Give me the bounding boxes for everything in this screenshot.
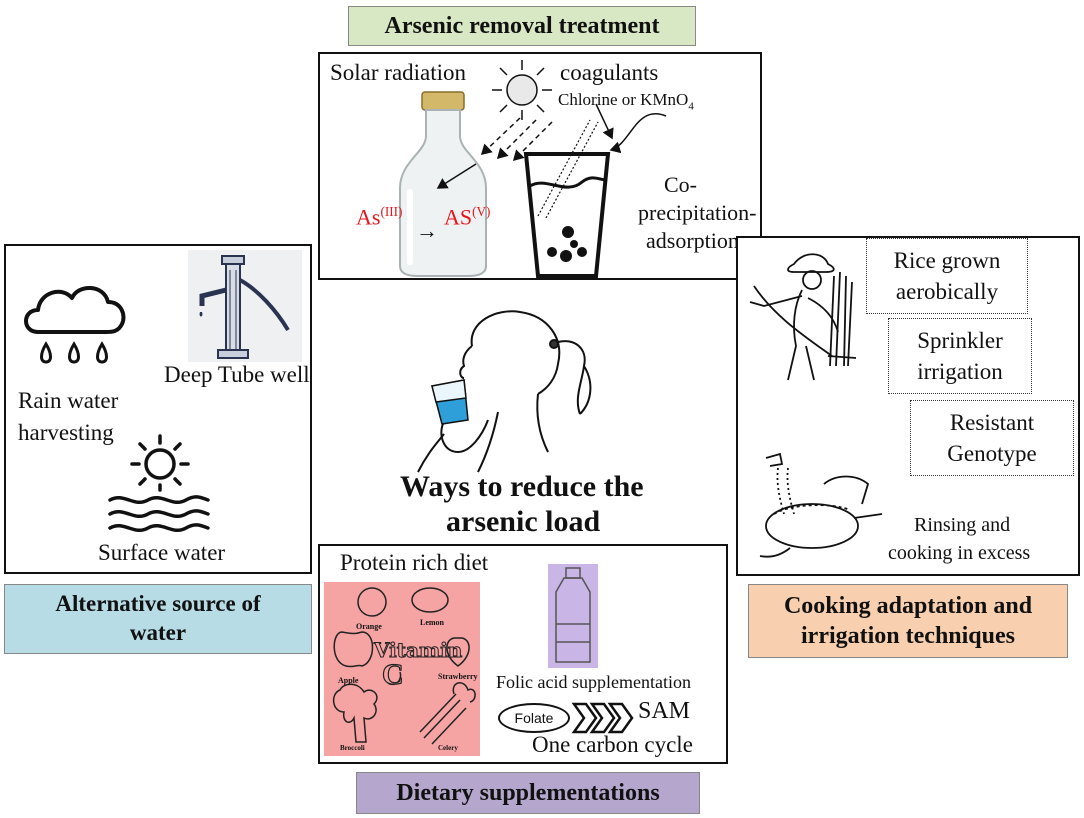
alternative-source-panel: Deep Tube well Rain water harvesting Sur… bbox=[4, 244, 312, 574]
arsenic-removal-label: Arsenic removal treatment bbox=[348, 6, 696, 46]
arsenic-iii-label: As(III) bbox=[356, 204, 403, 230]
rain-cloud-icon bbox=[24, 286, 126, 364]
sam-text: SAM bbox=[638, 698, 691, 724]
tube-well-picture bbox=[188, 250, 302, 362]
rinsing-rice-icon bbox=[759, 452, 883, 558]
folic-acid-text: Folic acid supplementation bbox=[496, 672, 691, 692]
deep-tube-well-text: Deep Tube well bbox=[164, 362, 310, 387]
strawberry-label: Strawberry bbox=[438, 672, 478, 681]
hand-pump-icon bbox=[199, 255, 290, 359]
apple-label: Apple bbox=[338, 676, 359, 685]
dietary-label: Dietary supplementations bbox=[356, 772, 700, 814]
vitamin-c-fruits-picture: Orange Lemon Vitamin C Apple Strawberry … bbox=[324, 582, 480, 756]
pathway-chevron-icons bbox=[571, 702, 634, 734]
rice-aerobic-text-1: Rice grown bbox=[893, 247, 1001, 273]
cooking-adaptation-panel: Rice grown aerobically Sprinkler irrigat… bbox=[736, 236, 1080, 576]
vitamin-c-label: C bbox=[381, 657, 404, 691]
bottle-arrow bbox=[436, 163, 477, 189]
cooking-adaptation-label: Cooking adaptation and irrigation techni… bbox=[748, 584, 1068, 658]
center-title-line2: arsenic load bbox=[446, 505, 601, 538]
cooking-adaptation-title-2: irrigation techniques bbox=[801, 623, 1015, 649]
folic-acid-bottle-picture bbox=[548, 564, 598, 668]
beaker-icon bbox=[523, 103, 667, 278]
center-title-line1: Ways to reduce the bbox=[400, 470, 644, 503]
rice-aerobic-box: Rice grown aerobically bbox=[866, 238, 1028, 314]
rinsing-text-2: cooking in excess bbox=[888, 542, 1031, 564]
arsenic-v-label: AS(V) bbox=[444, 204, 491, 230]
coprecipitation-text-2: precipitation- bbox=[638, 200, 757, 225]
rain-water-text-1: Rain water bbox=[18, 388, 119, 413]
lemon-label: Lemon bbox=[420, 618, 444, 627]
alternative-source-title-2: water bbox=[129, 620, 187, 645]
rice-aerobic-text-2: aerobically bbox=[895, 279, 999, 304]
celery-label: Celery bbox=[438, 744, 458, 752]
arsenic-removal-title: Arsenic removal treatment bbox=[384, 13, 660, 39]
vitamin-label: Vitamin bbox=[373, 638, 463, 663]
sprinkler-irrigation-box: Sprinkler irrigation bbox=[888, 318, 1032, 394]
surface-water-text: Surface water bbox=[98, 540, 226, 565]
sun-water-icon bbox=[108, 434, 210, 532]
sprinkler-text-1: Sprinkler bbox=[917, 327, 1003, 353]
chlorine-text: Chlorine or KMnO4 bbox=[558, 90, 694, 113]
woman-drinking-icon bbox=[417, 310, 592, 473]
alternative-source-title-1: Alternative source of bbox=[55, 591, 261, 617]
glass-bottle-icon bbox=[399, 91, 487, 277]
dietary-title: Dietary supplementations bbox=[396, 780, 660, 806]
solar-radiation-text: Solar radiation bbox=[330, 60, 467, 85]
rinsing-text-1: Rinsing and bbox=[914, 514, 1011, 536]
orange-label: Orange bbox=[356, 622, 382, 631]
broccoli-label: Broccoli bbox=[340, 744, 365, 752]
resistant-text-2: Genotype bbox=[947, 441, 1037, 466]
oxidation-arrow: → bbox=[416, 218, 438, 243]
dietary-panel: Protein rich diet Orange Lemon Vitamin C… bbox=[318, 544, 728, 764]
arsenic-removal-panel: Solar radiation coagulants Chlorine or K… bbox=[318, 52, 762, 280]
supplement-bottle-icon bbox=[555, 567, 591, 663]
rain-water-text-2: harvesting bbox=[18, 420, 114, 445]
folate-oval: Folate bbox=[498, 703, 570, 733]
protein-diet-text: Protein rich diet bbox=[340, 550, 489, 575]
folate-text: Folate bbox=[514, 710, 554, 726]
coprecipitation-text-3: adsorption bbox=[646, 228, 739, 253]
resistant-genotype-box: Resistant Genotype bbox=[910, 400, 1074, 476]
coagulants-text: coagulants bbox=[560, 60, 659, 85]
one-carbon-cycle-text: One carbon cycle bbox=[532, 732, 693, 757]
alternative-source-label: Alternative source of water bbox=[4, 584, 312, 654]
fruit-icons bbox=[332, 587, 476, 745]
resistant-text-1: Resistant bbox=[949, 409, 1035, 435]
sun-icon bbox=[492, 60, 552, 120]
coprecipitation-text-1: Co- bbox=[664, 172, 697, 197]
farmer-harvesting-icon bbox=[749, 253, 857, 381]
cooking-adaptation-title-1: Cooking adaptation and bbox=[783, 593, 1033, 619]
sprinkler-text-2: irrigation bbox=[917, 359, 1003, 384]
